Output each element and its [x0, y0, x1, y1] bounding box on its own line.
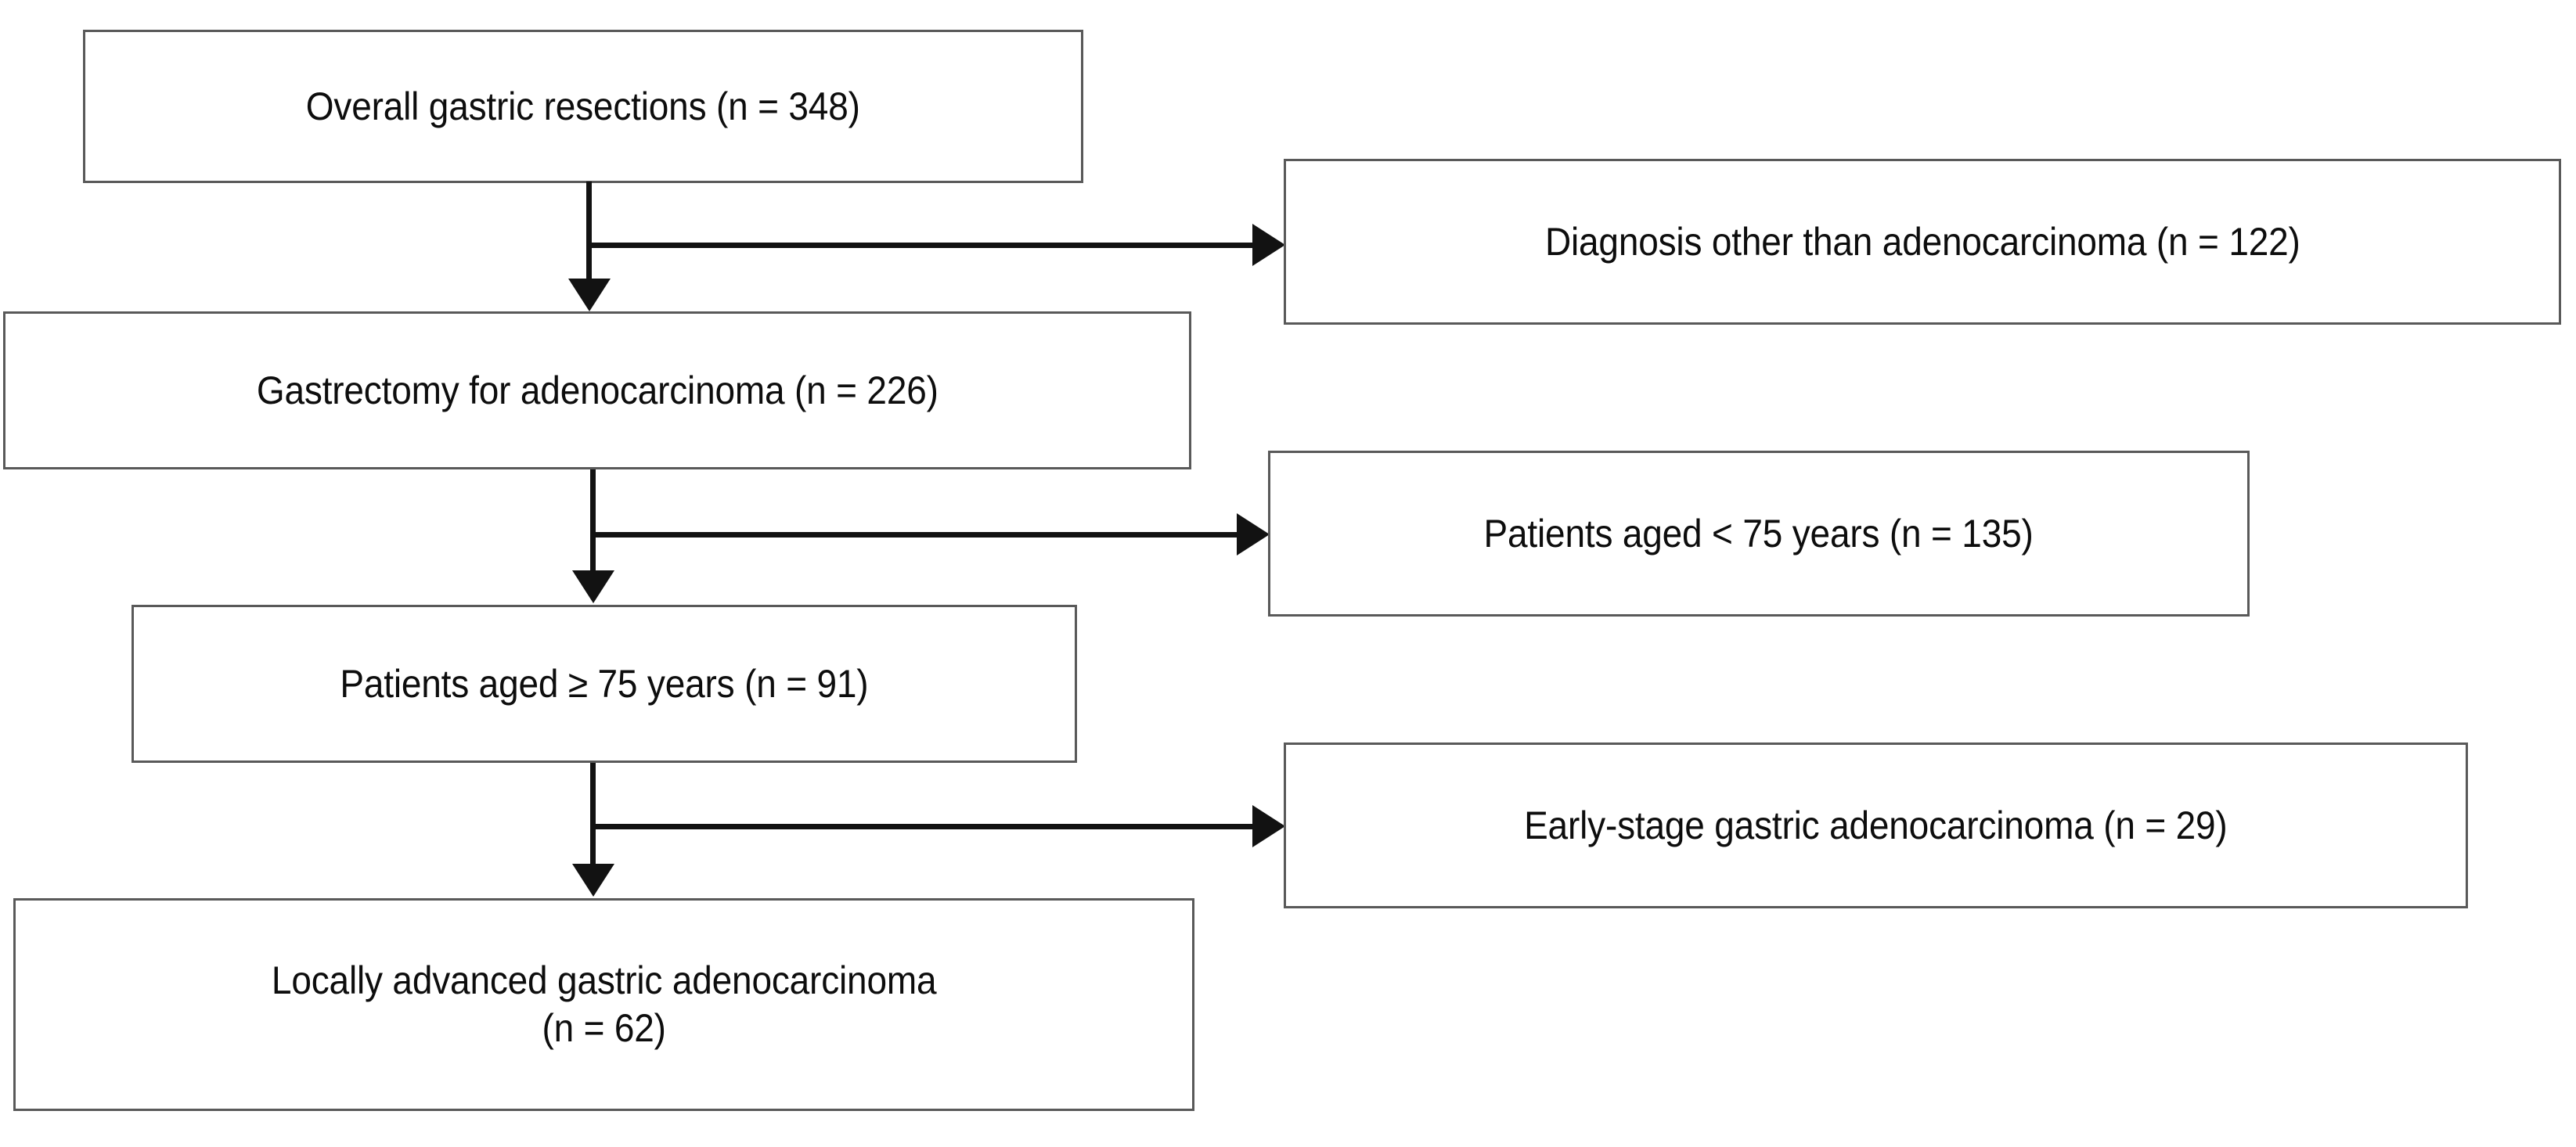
connector-gastrectomy-to-aged-ge-75-stem	[590, 469, 596, 571]
exclusion-other-diagnosis: Diagnosis other than adenocarcinoma (n =…	[1284, 159, 2561, 325]
exclusion-patients-aged-lt-75-label: Patients aged < 75 years (n = 135)	[1483, 511, 2034, 556]
exclusion-patients-aged-lt-75: Patients aged < 75 years (n = 135)	[1268, 451, 2250, 617]
connector-overall-to-other-diagnosis-arrowhead	[1252, 224, 1285, 266]
exclusion-other-diagnosis-label: Diagnosis other than adenocarcinoma (n =…	[1544, 219, 2300, 264]
node-gastrectomy-for-adenocarcinoma: Gastrectomy for adenocarcinoma (n = 226)	[3, 311, 1191, 469]
node-overall-gastric-resections: Overall gastric resections (n = 348)	[83, 30, 1083, 183]
connector-aged-ge-75-to-early-stage-line	[590, 824, 1256, 829]
connector-aged-ge-75-to-early-stage-arrowhead	[1252, 805, 1285, 847]
node-gastrectomy-for-adenocarcinoma-label: Gastrectomy for adenocarcinoma (n = 226)	[256, 368, 939, 412]
connector-overall-to-gastrectomy-stem	[586, 182, 592, 279]
connector-overall-to-gastrectomy-arrowhead	[568, 279, 611, 311]
node-locally-advanced-adenocarcinoma-label: Locally advanced gastric adenocarcinoma …	[271, 958, 937, 1050]
exclusion-early-stage-adenocarcinoma: Early-stage gastric adenocarcinoma (n = …	[1284, 742, 2468, 908]
node-patients-aged-ge-75-label: Patients aged ≥ 75 years (n = 91)	[340, 661, 869, 706]
connector-gastrectomy-to-aged-ge-75-arrowhead	[572, 570, 614, 603]
node-locally-advanced-adenocarcinoma: Locally advanced gastric adenocarcinoma …	[13, 898, 1194, 1111]
connector-overall-to-other-diagnosis-line	[586, 243, 1256, 248]
connector-gastrectomy-to-aged-lt-75-line	[590, 532, 1240, 538]
exclusion-early-stage-adenocarcinoma-label: Early-stage gastric adenocarcinoma (n = …	[1524, 803, 2228, 847]
node-patients-aged-ge-75: Patients aged ≥ 75 years (n = 91)	[132, 605, 1077, 763]
connector-gastrectomy-to-aged-lt-75-arrowhead	[1237, 513, 1270, 556]
connector-aged-ge-75-to-locally-advanced-stem	[590, 763, 596, 865]
connector-aged-ge-75-to-locally-advanced-arrowhead	[572, 864, 614, 897]
node-overall-gastric-resections-label: Overall gastric resections (n = 348)	[306, 84, 860, 128]
